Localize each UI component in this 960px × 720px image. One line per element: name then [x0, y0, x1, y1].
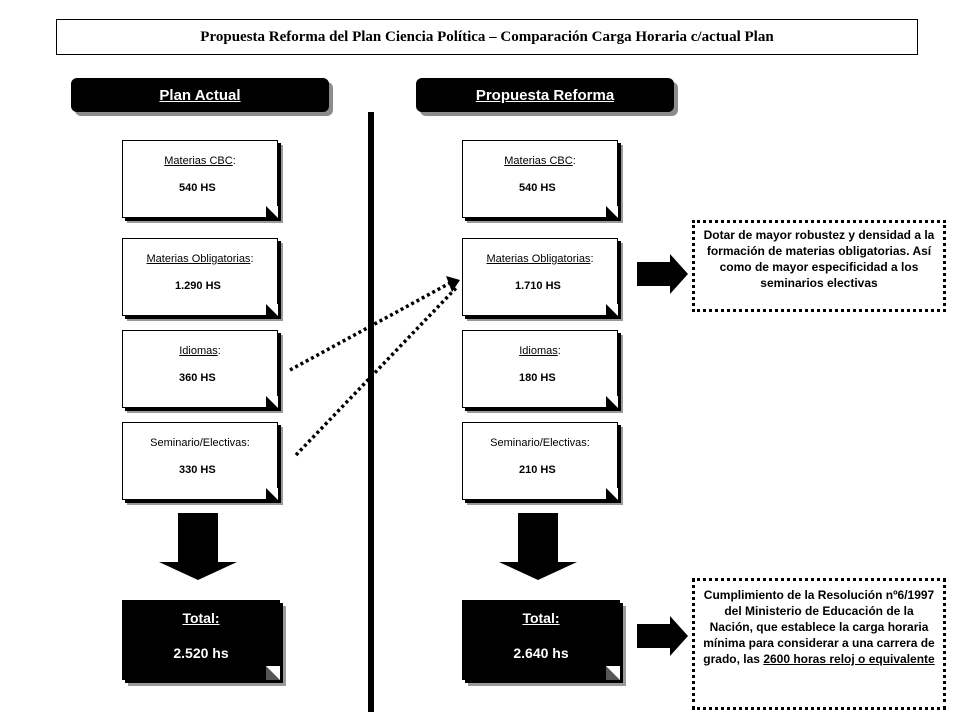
right-arrow-resolucion: [637, 616, 688, 656]
header-plan-actual: Plan Actual: [71, 78, 329, 112]
total-right: Total: 2.640 hs: [462, 600, 620, 680]
dotted-connector-idiomas: [289, 281, 451, 372]
right-arrow-obligatorias: [637, 254, 688, 294]
card-right-seminario: Seminario/Electivas: 210 HS: [462, 422, 618, 500]
dotted-connector-seminario: [294, 285, 459, 457]
down-arrow-left: [159, 513, 237, 580]
card-left-cbc: Materias CBC: 540 HS: [122, 140, 278, 218]
card-left-seminario: Seminario/Electivas: 330 HS: [122, 422, 278, 500]
card-left-obligatorias: Materias Obligatorias: 1.290 HS: [122, 238, 278, 316]
down-arrow-right: [499, 513, 577, 580]
connector-arrowhead: [446, 276, 460, 292]
total-left: Total: 2.520 hs: [122, 600, 280, 680]
card-value: 540 HS: [519, 182, 556, 194]
note-resolucion: Cumplimiento de la Resolución nº6/1997 d…: [692, 578, 946, 710]
card-left-idiomas: Idiomas: 360 HS: [122, 330, 278, 408]
card-right-idiomas: Idiomas: 180 HS: [462, 330, 618, 408]
card-value: 540 HS: [179, 182, 216, 194]
card-value: 180 HS: [519, 372, 556, 384]
card-value: 1.710 HS: [515, 280, 561, 292]
page-title: Propuesta Reforma del Plan Ciencia Polít…: [56, 19, 918, 55]
card-value: 210 HS: [519, 464, 556, 476]
card-value: 1.290 HS: [175, 280, 221, 292]
card-right-cbc: Materias CBC: 540 HS: [462, 140, 618, 218]
card-value: 360 HS: [179, 372, 216, 384]
card-value: 330 HS: [179, 464, 216, 476]
header-propuesta-reforma: Propuesta Reforma: [416, 78, 674, 112]
card-right-obligatorias: Materias Obligatorias: 1.710 HS: [462, 238, 618, 316]
note-obligatorias: Dotar de mayor robustez y densidad a la …: [692, 220, 946, 312]
column-divider: [368, 112, 374, 712]
